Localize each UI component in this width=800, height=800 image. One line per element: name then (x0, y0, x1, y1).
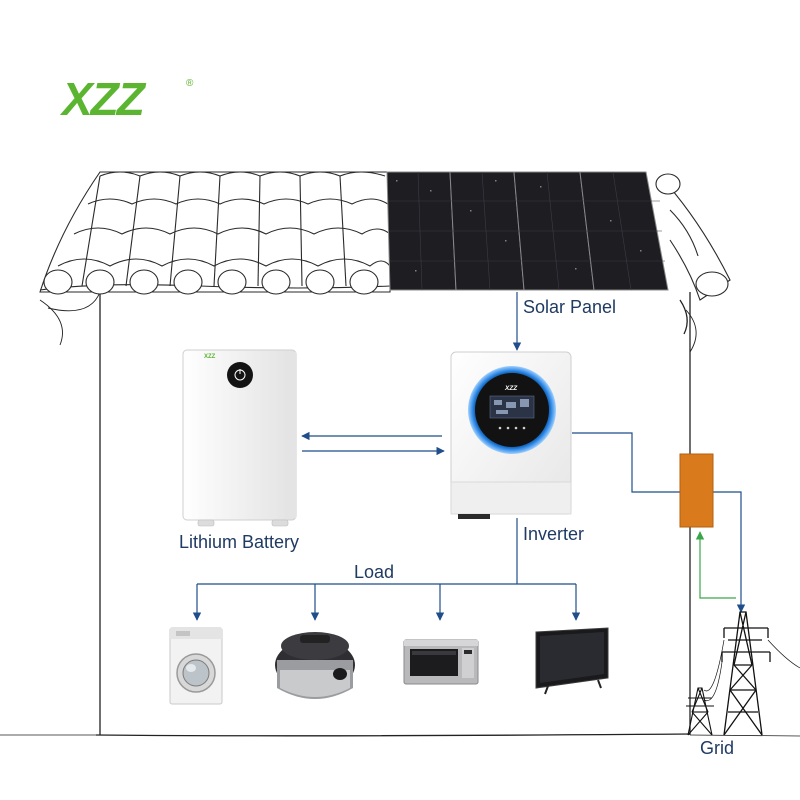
roof-tiles (39, 171, 731, 301)
battery-brand-label: XZZ (204, 354, 216, 360)
inverter-to-meter-line (572, 432, 680, 493)
grid-label: Grid (700, 738, 735, 758)
washing-machine-icon (169, 627, 223, 705)
solar-panels (386, 171, 669, 291)
inverter-unit (450, 351, 572, 519)
registered-mark: ® (186, 78, 194, 89)
solar-panel-label: Solar Panel (523, 297, 617, 317)
house (0, 291, 800, 737)
brand-logo-text: XZZ (62, 73, 145, 125)
television-icon (535, 627, 609, 695)
grid-pylon (703, 611, 800, 736)
lithium-battery-label: Lithium Battery (179, 532, 300, 552)
meter-to-grid-arrow (713, 491, 746, 613)
grid-to-meter-arrow (695, 531, 736, 599)
microwave-icon (403, 639, 479, 685)
rice-cooker-icon (275, 632, 355, 699)
battery-power-button (227, 362, 253, 388)
brand-logo: XZZ ® (62, 76, 202, 126)
meter-box (679, 453, 714, 528)
grid-pylon-small (686, 687, 714, 736)
inverter-label: Inverter (523, 524, 585, 544)
load-label: Load (354, 562, 395, 582)
flow-lines (192, 292, 746, 621)
inverter-brand-label: XZZ (504, 385, 518, 392)
lithium-battery-unit (182, 349, 297, 527)
